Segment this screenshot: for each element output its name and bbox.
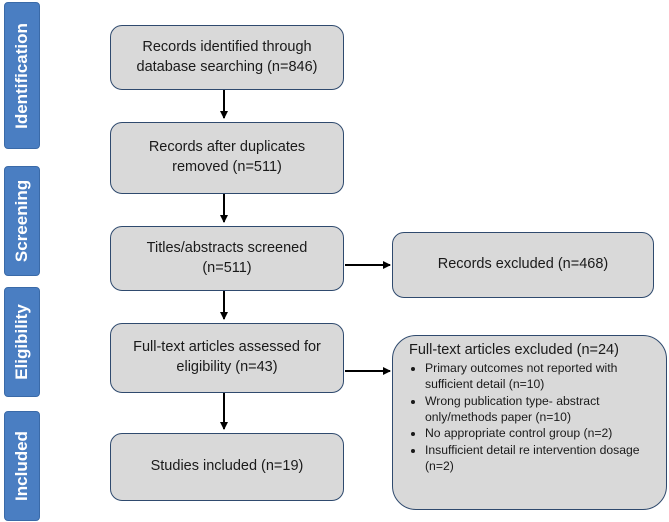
box-studies-included: Studies included (n=19) bbox=[110, 433, 344, 501]
full-text-excluded-title: Full-text articles excluded (n=24) bbox=[409, 342, 619, 358]
box-full-text-assessed: Full-text articles assessed for eligibil… bbox=[110, 323, 344, 393]
exclusion-reason: Wrong publication type- abstract only/me… bbox=[425, 394, 654, 426]
stage-identification: Identification bbox=[4, 2, 40, 149]
exclusion-reason: Primary outcomes not reported with suffi… bbox=[425, 361, 654, 393]
box-records-excluded-text: Records excluded (n=468) bbox=[437, 256, 609, 273]
exclusion-reason: No appropriate control group (n=2) bbox=[425, 426, 654, 442]
box-titles-screened-text: Titles/abstracts screened (n=511) bbox=[146, 239, 308, 276]
box-full-text-excluded: Full-text articles excluded (n=24) Prima… bbox=[392, 335, 667, 510]
box-records-identified-text: Records identified through database sear… bbox=[136, 38, 318, 75]
box-full-text-assessed-text: Full-text articles assessed for eligibil… bbox=[133, 339, 321, 375]
box-records-excluded: Records excluded (n=468) bbox=[392, 232, 654, 298]
box-records-identified: Records identified through database sear… bbox=[110, 25, 344, 90]
stage-included: Included bbox=[4, 411, 40, 521]
stage-eligibility: Eligibility bbox=[4, 287, 40, 397]
box-titles-screened: Titles/abstracts screened (n=511) bbox=[110, 226, 344, 291]
exclusion-reason: Insufficient detail re intervention dosa… bbox=[425, 443, 654, 475]
box-studies-included-text: Studies included (n=19) bbox=[150, 458, 304, 475]
stage-screening: Screening bbox=[4, 166, 40, 276]
box-after-duplicates: Records after duplicates removed (n=511) bbox=[110, 122, 344, 194]
exclusion-reasons-list: Primary outcomes not reported with suffi… bbox=[405, 361, 654, 475]
box-after-duplicates-text: Records after duplicates removed (n=511) bbox=[148, 139, 306, 175]
